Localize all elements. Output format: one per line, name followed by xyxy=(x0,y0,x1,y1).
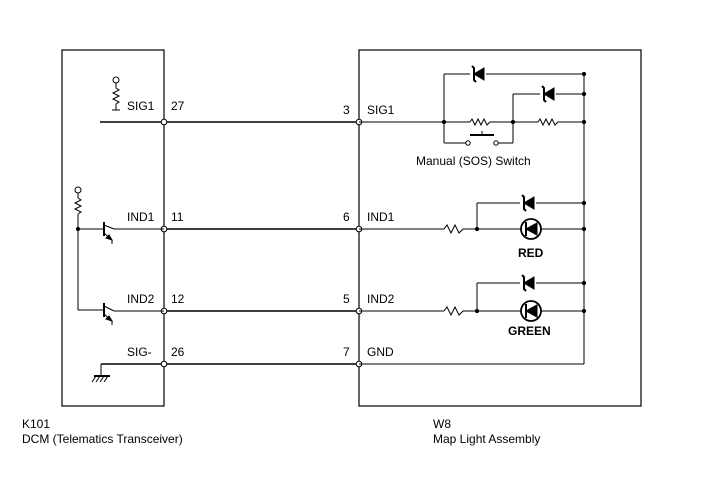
zener-diode-ind2 xyxy=(520,274,536,292)
zener-diode-ind1 xyxy=(520,194,536,212)
left-signal-ind2: IND2 xyxy=(127,292,155,306)
map-light-box xyxy=(358,49,642,407)
ind-pullup-resistor xyxy=(73,186,94,311)
left-component-code: K101 xyxy=(22,417,50,431)
sig1-pullup-resistor xyxy=(111,76,121,111)
left-pin-26: 26 xyxy=(171,345,185,359)
left-signal-ind1: IND1 xyxy=(127,210,155,224)
switch-resistor-2 xyxy=(537,117,560,127)
red-led-label: RED xyxy=(518,246,544,260)
switch-resistor-1 xyxy=(469,117,492,127)
left-signal-sig-minus: SIG- xyxy=(127,345,152,359)
right-component-name: Map Light Assembly xyxy=(433,432,540,446)
right-signal-ind1: IND1 xyxy=(367,210,395,224)
right-signal-gnd: GND xyxy=(367,345,394,359)
manual-sos-switch xyxy=(465,131,499,146)
left-signal-sig1: SIG1 xyxy=(127,99,155,113)
right-signal-sig1: SIG1 xyxy=(367,103,395,117)
ground-symbol xyxy=(91,364,110,383)
left-pin-11: 11 xyxy=(171,210,184,224)
left-pin-12: 12 xyxy=(171,292,185,306)
green-led xyxy=(520,300,542,322)
zener-diode-sig1-inner xyxy=(540,85,556,103)
harness-wires xyxy=(100,121,359,365)
red-led xyxy=(520,218,542,240)
right-pin-5: 5 xyxy=(343,292,350,306)
zener-diode-sig1-outer xyxy=(470,65,486,83)
right-signal-ind2: IND2 xyxy=(367,292,395,306)
left-component-name: DCM (Telematics Transceiver) xyxy=(22,432,183,446)
right-pin-3: 3 xyxy=(343,103,350,117)
right-pin-6: 6 xyxy=(343,210,350,224)
left-pin-27: 27 xyxy=(171,99,185,113)
transistor-ind2 xyxy=(94,303,164,325)
green-led-label: GREEN xyxy=(508,324,551,338)
switch-label: Manual (SOS) Switch xyxy=(416,154,531,168)
right-component-code: W8 xyxy=(433,417,451,431)
transistor-ind1 xyxy=(94,222,164,244)
connector-terminals xyxy=(160,118,363,368)
right-pin-7: 7 xyxy=(343,345,350,359)
